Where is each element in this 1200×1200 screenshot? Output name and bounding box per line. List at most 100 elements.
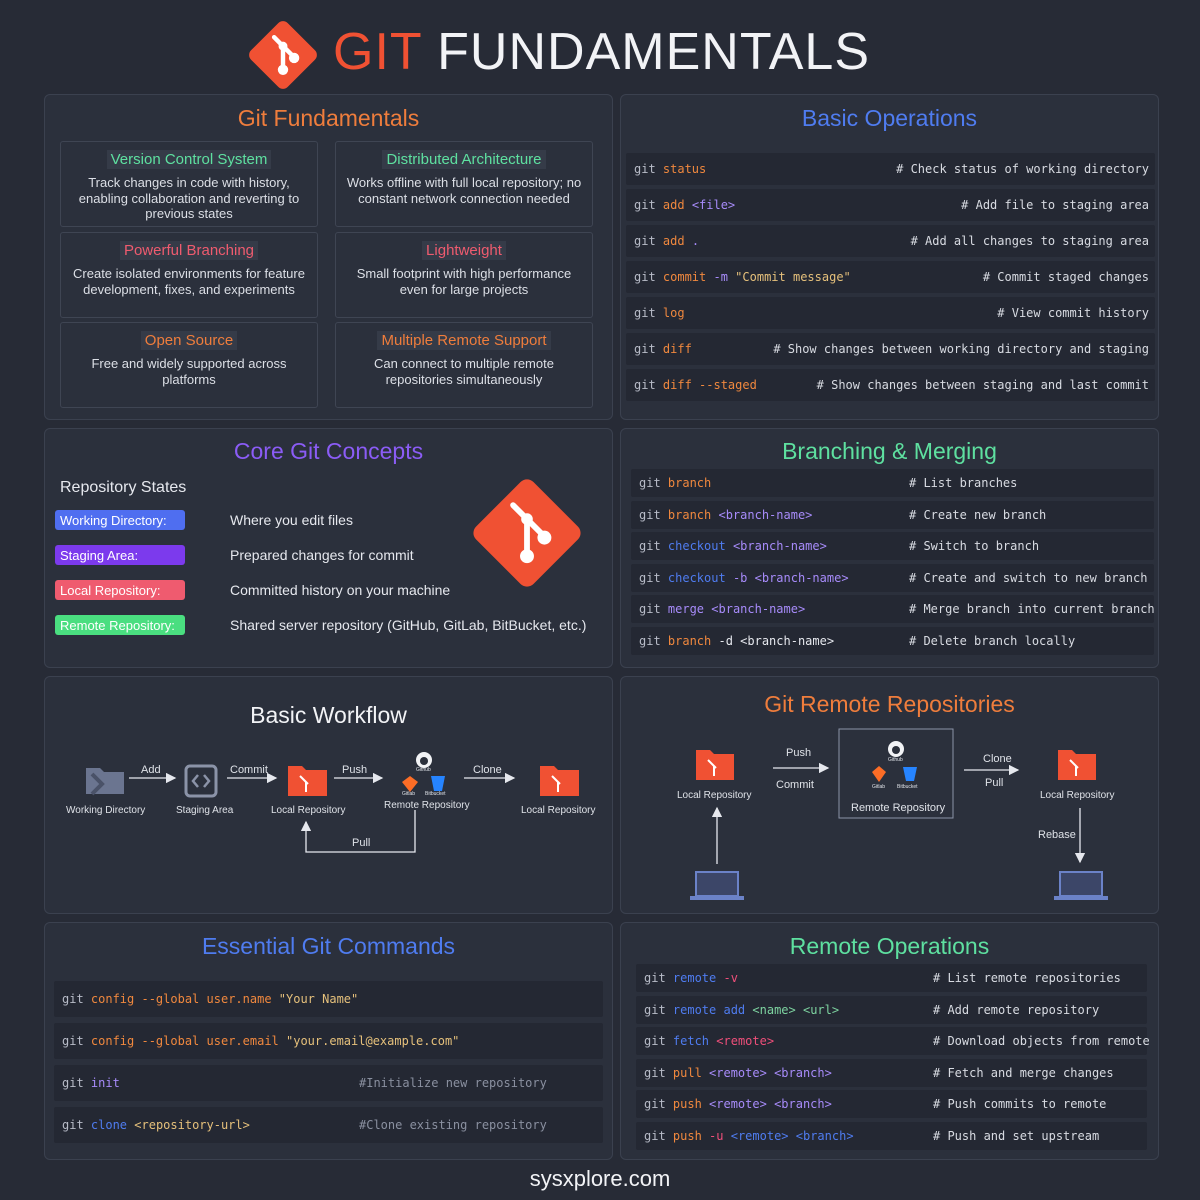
- git-logo-icon: [473, 479, 581, 587]
- gitlab-icon: [872, 766, 886, 782]
- edge-commit: Commit: [776, 779, 814, 791]
- feature-card-title: Version Control System: [106, 150, 272, 169]
- feature-card-title: Distributed Architecture: [382, 150, 546, 169]
- command-comment: # Create new branch: [909, 507, 1047, 522]
- workflow-node-local-repository-2: Local Repository: [521, 805, 596, 816]
- command-token: checkout: [667, 570, 733, 585]
- command-token: <name>: [752, 1002, 803, 1017]
- command-token: diff: [662, 342, 692, 356]
- github-icon: [416, 752, 432, 768]
- command-token: pull: [672, 1065, 710, 1080]
- command-text: git add .: [634, 234, 699, 248]
- feature-card-desc: Works offline with full local repository…: [346, 175, 582, 206]
- command-token: status: [662, 162, 707, 176]
- command-token: git: [644, 1002, 673, 1017]
- command-token: branch: [667, 476, 712, 490]
- command-token: .: [691, 234, 700, 248]
- command-token: git: [62, 1034, 91, 1048]
- state-badge: Staging Area:: [55, 545, 185, 565]
- command-token: <remote>: [716, 1034, 775, 1049]
- command-row: git checkout -b <branch-name># Create an…: [631, 563, 1154, 592]
- command-row: git config --global user.name "Your Name…: [54, 981, 603, 1017]
- page-title: GIT FUNDAMENTALS: [333, 22, 870, 82]
- title-git: GIT: [333, 23, 422, 81]
- staging-icon: [184, 764, 218, 798]
- command-token: -d <branch-name>: [718, 634, 835, 648]
- command-token: diff: [662, 378, 700, 392]
- command-token: user.email: [206, 1034, 286, 1048]
- command-row: git push <remote> <branch># Push commits…: [636, 1090, 1147, 1119]
- title-fundamentals: FUNDAMENTALS: [437, 23, 871, 81]
- command-token: config: [90, 992, 142, 1006]
- command-token: -m: [713, 270, 736, 284]
- github-icon: [888, 741, 904, 757]
- command-row: git clone <repository-url>#Clone existin…: [54, 1107, 603, 1143]
- command-row: git merge <branch-name># Merge branch in…: [631, 595, 1155, 624]
- command-token: git: [639, 539, 668, 554]
- command-token: add: [723, 1002, 753, 1017]
- host-label-bitbucket: Bitbucket: [425, 791, 446, 797]
- workflow-diagram: [86, 752, 579, 853]
- local-repository-left-label: Local Repository: [677, 790, 752, 801]
- command-token: git: [634, 234, 663, 248]
- command-text: git branch <branch-name>: [639, 508, 812, 522]
- command-token: "your.email@example.com": [286, 1034, 460, 1048]
- essential-title: Essential Git Commands: [201, 933, 456, 959]
- bitbucket-icon: [431, 776, 445, 791]
- command-token: <url>: [802, 1002, 840, 1017]
- command-token: <branch>: [774, 1065, 832, 1080]
- command-token: --global: [141, 1034, 207, 1048]
- command-token: remote: [672, 971, 724, 985]
- command-text: git remote -v: [644, 971, 738, 985]
- folder-icon: [86, 768, 124, 796]
- feature-card-desc: Create isolated environments for feature…: [73, 266, 305, 297]
- command-comment: #Initialize new repository: [359, 1076, 547, 1090]
- command-token: <file>: [691, 198, 736, 212]
- workflow-node-staging-area: Staging Area: [176, 805, 234, 816]
- command-comment: # Merge branch into current branch: [909, 602, 1155, 617]
- command-token: <remote>: [709, 1065, 775, 1080]
- feature-card-title: Lightweight: [422, 241, 506, 260]
- command-token: branch: [667, 507, 719, 522]
- remote-ops-panel: Remote Operations git remote -v# List re…: [620, 922, 1159, 1160]
- command-token: merge: [667, 602, 712, 617]
- command-row: git remote -v# List remote repositories: [636, 964, 1147, 992]
- command-token: git: [639, 476, 668, 490]
- command-row: git diff --staged# Show changes between …: [626, 369, 1155, 401]
- command-token: add: [662, 198, 692, 212]
- command-row: git log# View commit history: [626, 297, 1155, 329]
- command-token: git: [644, 1129, 673, 1143]
- branching-title: Branching & Merging: [782, 438, 997, 464]
- command-text: git diff --staged: [634, 378, 757, 392]
- command-text: git config --global user.name "Your Name…: [62, 992, 358, 1006]
- command-token: <branch>: [795, 1129, 854, 1143]
- command-token: fetch: [672, 1034, 717, 1049]
- command-comment: # Delete branch locally: [909, 634, 1076, 648]
- fundamentals-title: Git Fundamentals: [237, 105, 420, 131]
- command-text: git push -u <remote> <branch>: [644, 1129, 854, 1143]
- command-row: git branch <branch-name> # Create new bra…: [631, 500, 1154, 529]
- command-token: user.name: [206, 992, 279, 1006]
- command-token: git: [634, 378, 663, 392]
- git-logo-icon: [249, 21, 317, 89]
- command-text: git add <file>: [634, 198, 735, 212]
- command-comment: # Add file to staging area: [961, 198, 1149, 212]
- command-row: git pull <remote> <branch># Fetch and me…: [636, 1058, 1147, 1087]
- command-row: git checkout <branch-name># Switch to br…: [631, 532, 1154, 561]
- state-badge: Remote Repository:: [55, 615, 185, 635]
- command-token: --global: [141, 992, 207, 1006]
- command-row: git add <file> # Add file to staging area: [626, 189, 1155, 221]
- command-text: git push <remote> <branch>: [644, 1097, 832, 1111]
- command-text: git checkout -b <branch-name>: [639, 571, 849, 585]
- command-token: <branch-name>: [711, 602, 806, 617]
- basic-ops-panel: Basic Operations git status# Check statu…: [620, 94, 1159, 420]
- workflow-node-remote-repository: Remote Repository: [384, 800, 470, 811]
- command-token: git: [634, 342, 663, 356]
- command-token: remote: [672, 1002, 724, 1017]
- command-token: git: [639, 507, 668, 522]
- host-label-github: Github: [888, 757, 903, 763]
